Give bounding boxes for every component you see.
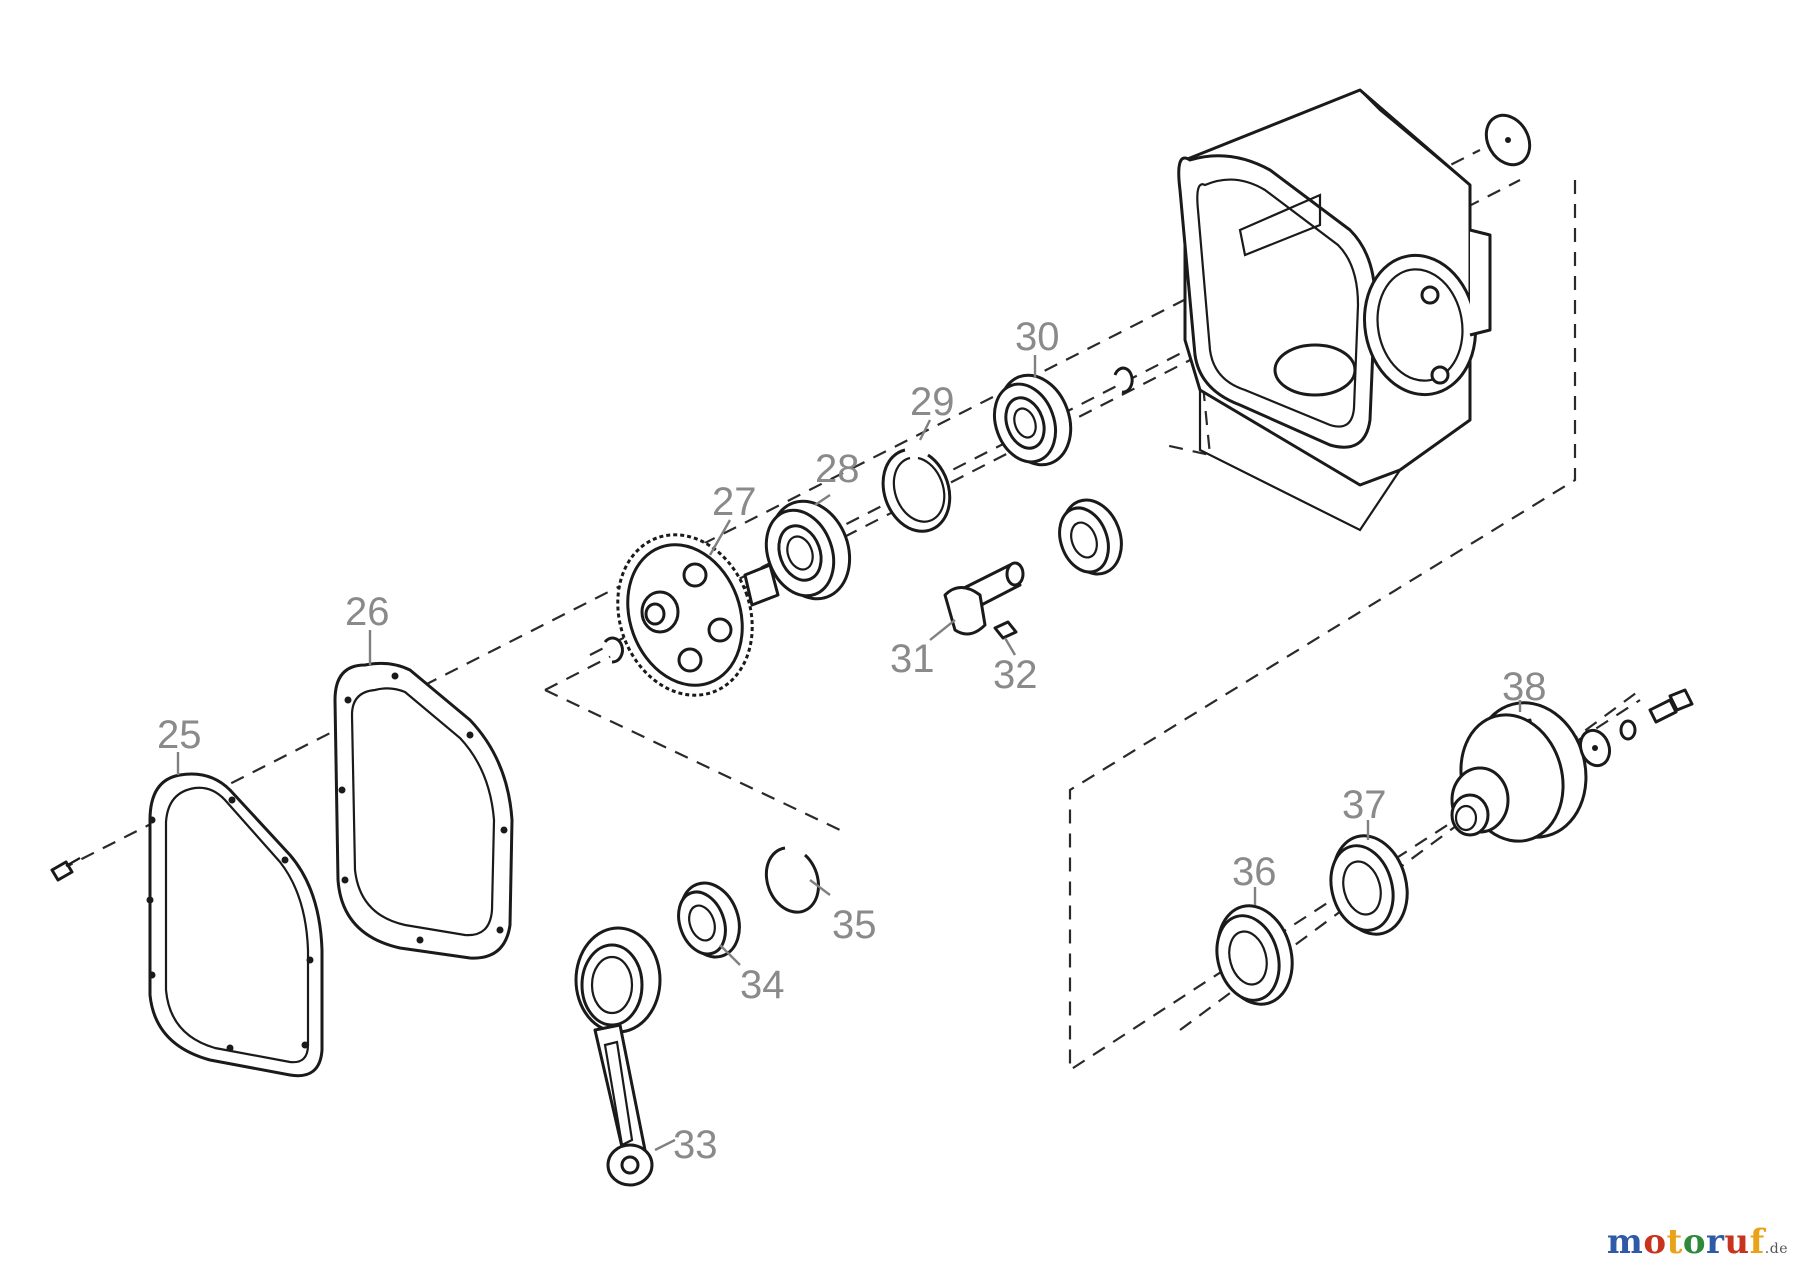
part-31-pinion-shaft [943,561,1025,636]
logo-letter: t [1666,1222,1683,1262]
gearbox-housing [1177,88,1492,532]
part-34-bearing [677,881,741,959]
logo-letter: m [1606,1222,1644,1262]
part-35-circlip [764,846,820,914]
callout-30: 30 [1015,315,1060,359]
callout-25: 25 [157,713,202,757]
part-27-gear [616,533,780,697]
part-25-cover-plate [146,772,324,1078]
logo-letter: f [1749,1222,1765,1262]
logo-letter: u [1724,1222,1750,1262]
part-29-circlip [881,448,952,533]
logo-letter: r [1706,1222,1725,1262]
motoruf-logo: motoruf.de [1607,1222,1788,1262]
part-32-key [993,620,1018,640]
small-circlip [603,636,624,664]
washer-nut-bolt [1578,688,1694,768]
part-26-gasket [333,661,514,960]
callout-38: 38 [1502,665,1547,709]
callout-32: 32 [993,653,1038,697]
callout-31: 31 [890,637,935,681]
callout-34: 34 [740,963,785,1007]
callout-35: 35 [832,903,877,947]
logo-domain-suffix: .de [1764,1241,1788,1257]
callout-leaders [176,355,1522,1152]
callout-36: 36 [1232,850,1277,894]
part-38-pulley-hub [1450,701,1588,843]
callout-37: 37 [1342,783,1387,827]
small-circlip-housing [1113,366,1134,394]
part-36-seal [1215,904,1294,1006]
callout-26: 26 [345,590,390,634]
cover-disk-small [1484,113,1532,167]
screw-left [50,857,81,882]
logo-letter: o [1682,1222,1706,1262]
callout-33: 33 [673,1123,718,1167]
part-37-seal [1329,834,1409,936]
part-28-bearing [764,499,852,601]
part-30-bearing [993,373,1073,467]
callout-29: 29 [910,380,955,424]
bearing-unlabeled [1058,498,1123,576]
part-33-connecting-rod [574,926,662,1187]
callout-27: 27 [712,480,757,524]
callout-28: 28 [815,447,860,491]
callout-labels: 25 26 27 28 29 30 31 32 33 34 35 36 37 3… [157,315,1547,1167]
logo-letter: o [1643,1222,1667,1262]
